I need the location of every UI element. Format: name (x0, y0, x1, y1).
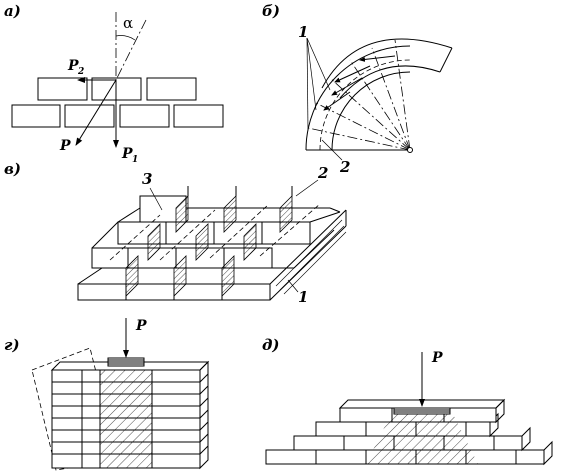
brick (119, 104, 170, 128)
force-P2-subscript: 2 (77, 67, 84, 77)
thrust-arrow (323, 91, 351, 111)
leader-line (306, 37, 331, 91)
load-P-label: P (431, 350, 443, 366)
center-point (407, 147, 413, 153)
leader-line (306, 37, 309, 131)
force-P-arrow (75, 79, 117, 146)
vault-band-end (439, 47, 453, 73)
panel-d: д) (262, 336, 553, 466)
thrust-arrow (359, 55, 396, 62)
leader-line (321, 139, 343, 161)
load-plate (107, 357, 145, 367)
stress-zone (366, 412, 478, 464)
panel-b-label: б) (262, 2, 280, 20)
panel-a-label: а) (4, 2, 21, 20)
dashed-diagonals (109, 203, 321, 261)
alpha-label: α (123, 14, 133, 32)
thrust-arrow (331, 77, 363, 96)
leader-line (149, 187, 163, 211)
leader-line (295, 179, 319, 197)
force-P1-label: P (121, 146, 133, 162)
leader-line (287, 279, 299, 293)
callout-2-label: 2 (317, 164, 328, 182)
force-P1-subscript: 1 (132, 155, 138, 165)
inclined-axis-line (115, 19, 147, 81)
callout-1-label: 1 (298, 23, 308, 41)
panel-d-label: д) (262, 336, 280, 354)
brick (146, 77, 197, 101)
panel-b: б) 1 2 (262, 2, 453, 176)
radial-lines (307, 39, 411, 151)
arch-inner (331, 71, 411, 151)
angle-arc (115, 35, 136, 41)
leader-line (306, 37, 317, 111)
brick (64, 104, 115, 128)
arch-mid (319, 59, 411, 151)
brick (173, 104, 224, 128)
load-P-label: P (135, 318, 147, 334)
vault-band-outer (321, 38, 453, 89)
force-P-label: P (59, 138, 71, 154)
callout-3-label: 3 (142, 170, 152, 188)
panel-v: в) (4, 160, 347, 306)
arch-outer (305, 45, 411, 151)
callout-2-label: 2 (339, 158, 350, 176)
panel-g-label: г) (4, 336, 20, 354)
force-P2-label: P (67, 58, 79, 74)
brick (11, 104, 61, 128)
load-plate (393, 407, 451, 415)
panel-v-label: в) (4, 160, 21, 178)
panel-a: а) α P P 1 P 2 (4, 2, 224, 165)
panel-g: г) (4, 318, 210, 471)
thrust-arrow (334, 65, 371, 83)
loaded-zone (99, 369, 153, 469)
callout-1-label: 1 (298, 288, 308, 306)
right-side (275, 207, 347, 295)
vault-band-inner (339, 65, 441, 99)
hatched-joints (125, 186, 293, 297)
brick (37, 77, 88, 101)
